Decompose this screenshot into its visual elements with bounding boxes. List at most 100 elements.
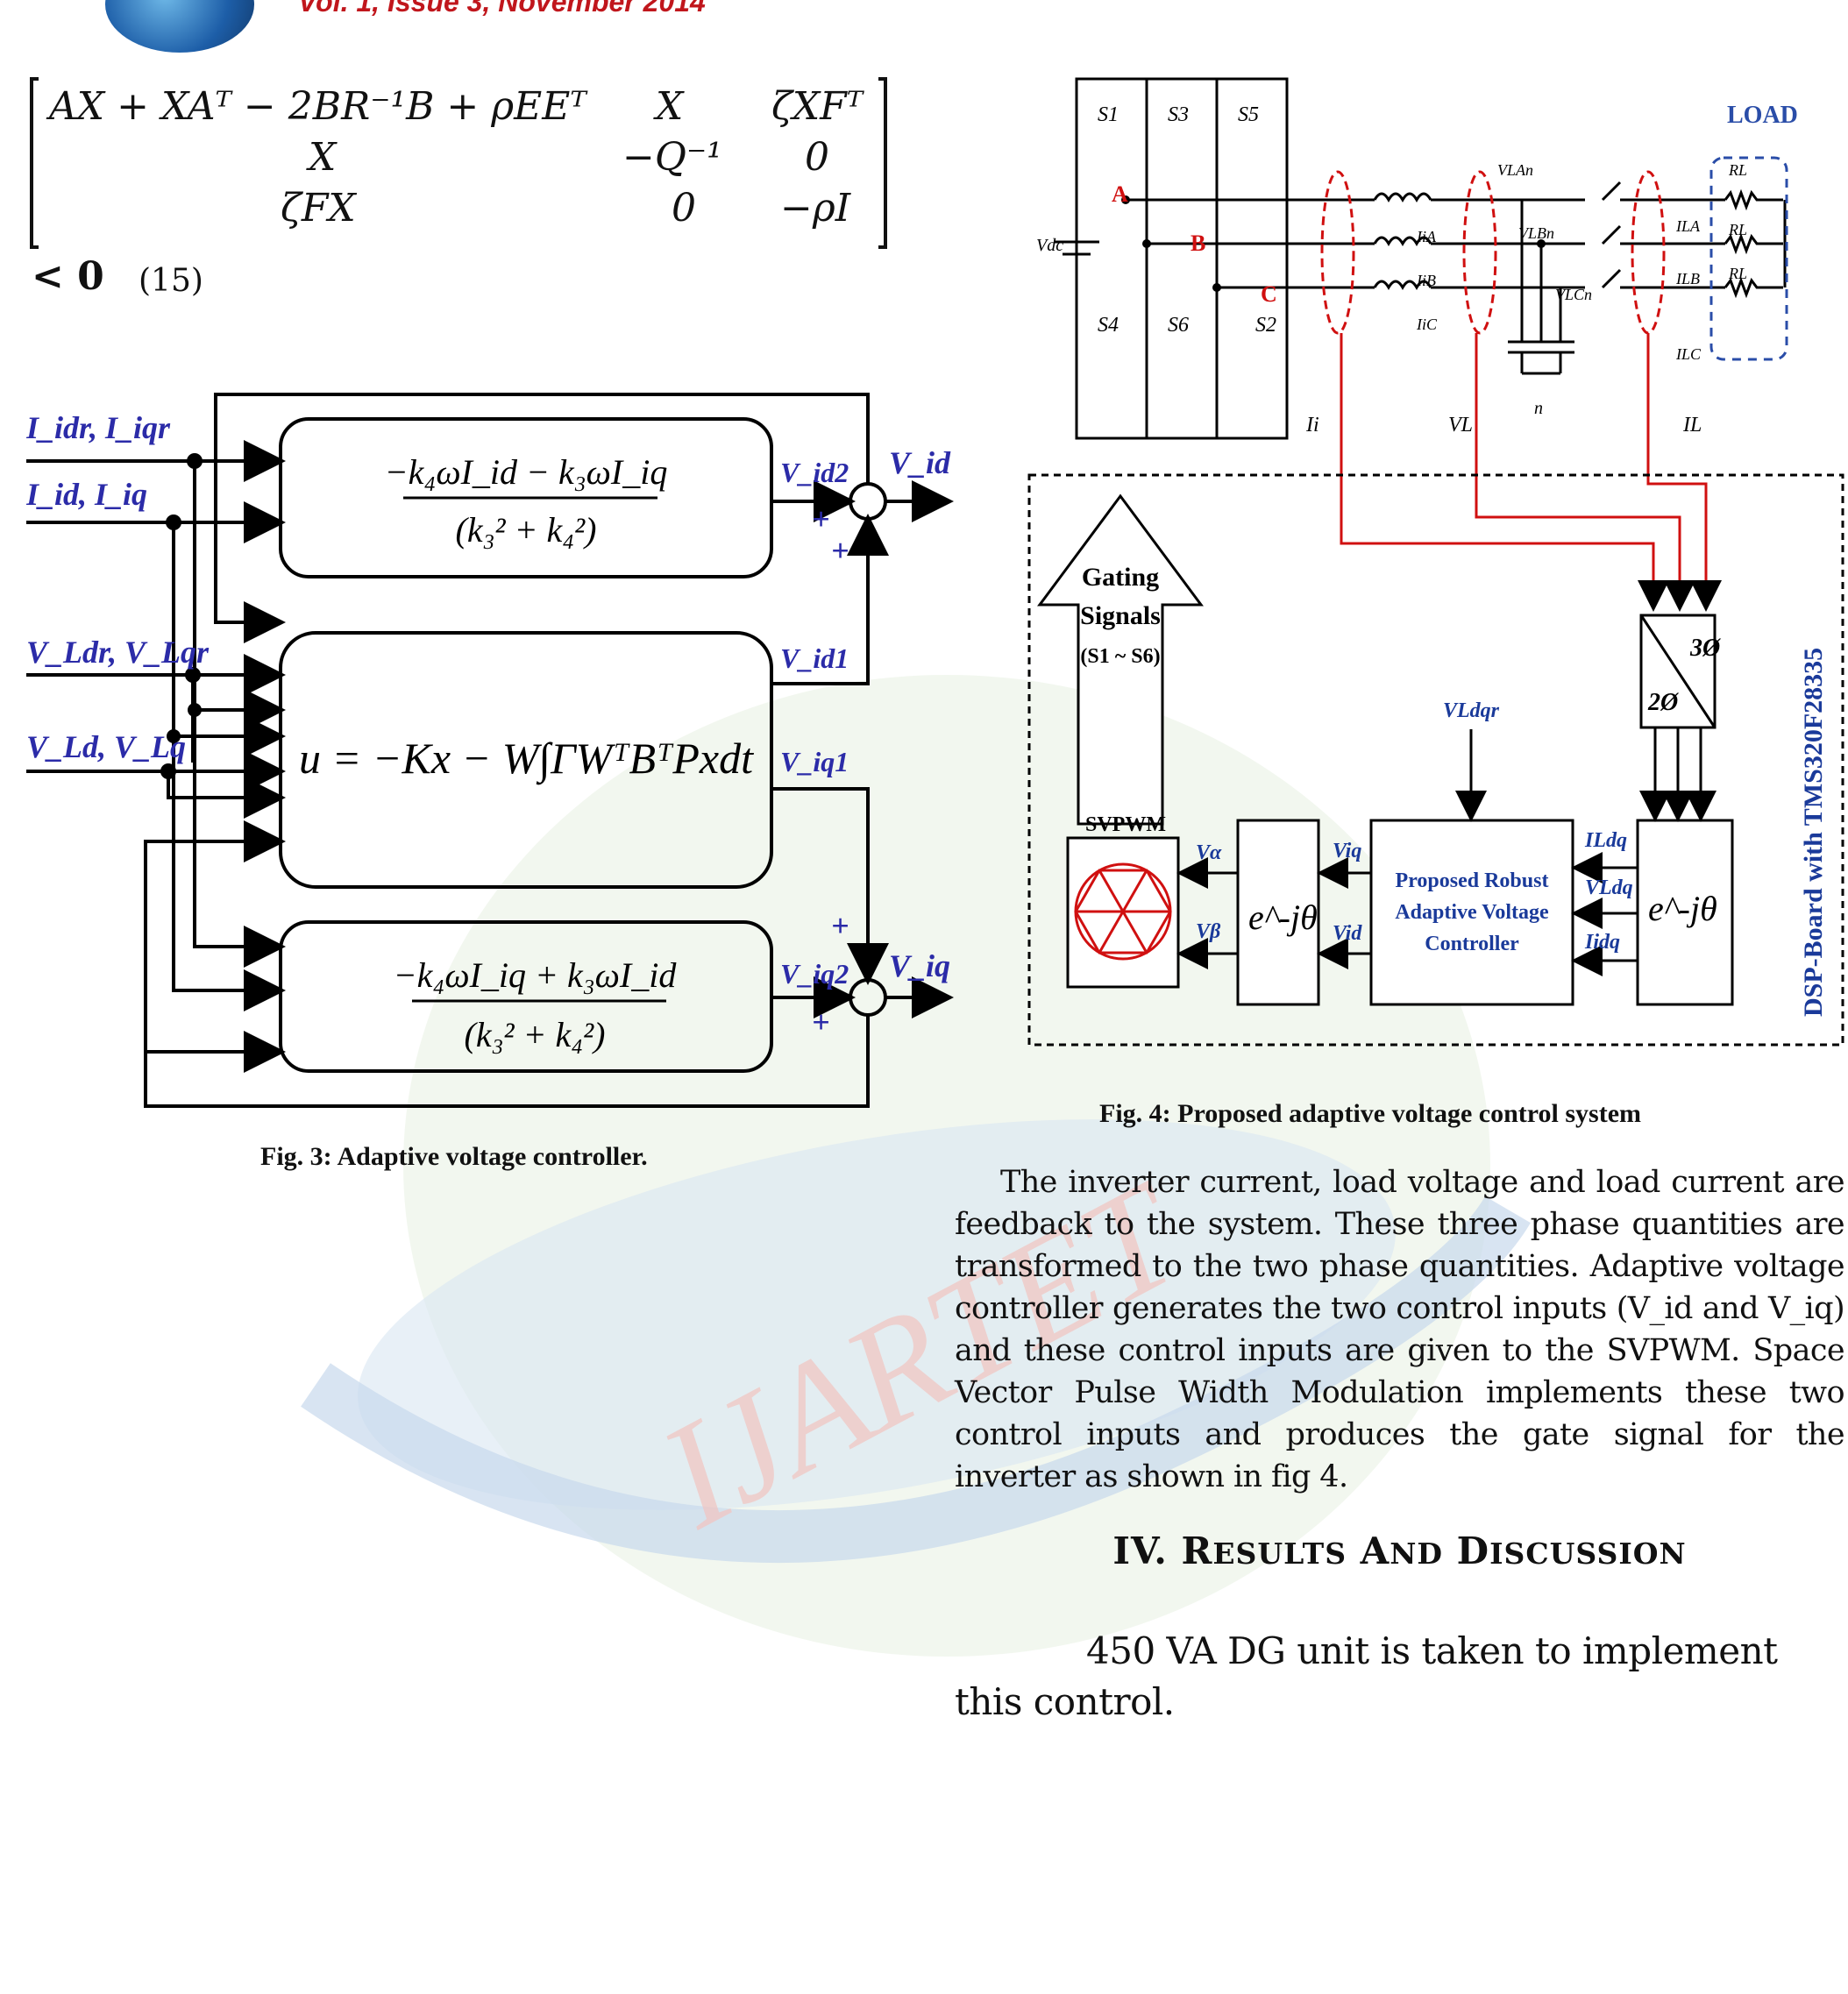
section-word1-rest: ESULTS xyxy=(1212,1536,1347,1571)
fig3-vid2: V_id2 xyxy=(780,457,849,488)
vid-label: Vid xyxy=(1333,922,1362,945)
vlb-label: VLBn xyxy=(1518,224,1554,242)
section-word1-cap: R xyxy=(1181,1529,1213,1572)
neutral-label: n xyxy=(1534,399,1543,418)
vbeta-label: Vβ xyxy=(1196,920,1221,943)
rl-a-label: RL xyxy=(1728,161,1747,179)
ilb-label: ILB xyxy=(1675,270,1700,287)
switch-s6: S6 xyxy=(1168,314,1189,337)
fig3-plus-4: + xyxy=(812,1004,830,1040)
ii-sensor xyxy=(1320,170,1355,335)
section-word3-cap: D xyxy=(1456,1529,1490,1572)
controller-line-1: Proposed Robust xyxy=(1396,869,1549,892)
fig4-diagram: S1 S3 S5 S4 S6 S2 Vdc IiA IiB IiC VLAn V… xyxy=(1027,77,1844,1047)
journal-issue-line: Vol. 1, Issue 3, November 2014 xyxy=(298,0,706,18)
matrix-r2-c3: 0 xyxy=(805,135,829,180)
rl-c-label: RL xyxy=(1728,265,1747,282)
fig3-top-numerator: −k₄ωI_id − k₃ωI_iq xyxy=(385,452,668,492)
dsp-board-frame xyxy=(1027,473,1844,1047)
fig3-sum-bot xyxy=(849,978,887,1017)
fig3-viq: V_iq xyxy=(889,948,950,983)
body-paragraph-2: 450 VA DG unit is taken to implement thi… xyxy=(955,1629,1778,1723)
dsp-board-label: DSP-Board with TMS320F28335 xyxy=(1799,648,1828,1017)
load-label: LOAD xyxy=(1727,102,1798,129)
matrix-r2-c2: −Q⁻¹ xyxy=(622,135,722,180)
gating-text-2: Signals xyxy=(1080,601,1161,630)
iidq-label: Iidq xyxy=(1584,931,1620,954)
vl-sensor xyxy=(1462,170,1497,335)
matrix-r1-c2: X xyxy=(656,84,684,129)
il-measure-label: IL xyxy=(1682,414,1702,436)
section-word2-rest: ND xyxy=(1390,1536,1444,1571)
fig3-bot-denominator: (k₃² + k₄²) xyxy=(465,1015,606,1054)
transform-right-label: e^-jθ xyxy=(1648,889,1717,928)
fig3-input-vl: V_Ld, V_Lq xyxy=(26,729,186,764)
matrix-brackets xyxy=(30,77,887,249)
section-word2-cap: A xyxy=(1360,1529,1390,1572)
fig3-plus-2: + xyxy=(831,533,849,568)
matrix-r3-c2: 0 xyxy=(672,186,696,231)
node-c-label: C xyxy=(1261,281,1277,307)
matrix-r1-c3: ζXFᵀ xyxy=(771,84,864,129)
ildq-label: ILdq xyxy=(1584,829,1627,852)
matrix-r3-c3: −ρI xyxy=(780,186,851,231)
vldq-label: VLdq xyxy=(1585,876,1633,899)
fig3-mid-equation: u = −Kx − W∫ΓWᵀBᵀPxdt xyxy=(299,734,754,785)
fig3-plus-3: + xyxy=(831,908,849,943)
matrix-r1-c1: AX + XAᵀ − 2BR⁻¹B + ρEEᵀ xyxy=(49,84,586,129)
section-number: IV. xyxy=(1112,1529,1168,1572)
switch-s4: S4 xyxy=(1098,314,1119,337)
matrix-r3-c1: ζFX xyxy=(281,186,356,231)
switch-s3: S3 xyxy=(1168,103,1189,126)
dc-source-label: Vdc xyxy=(1036,236,1063,255)
fig3-viq2: V_iq2 xyxy=(780,958,849,990)
section-heading: IV. RESULTS AND DISCUSSION xyxy=(955,1529,1844,1572)
controller-line-2: Adaptive Voltage xyxy=(1395,901,1549,924)
gating-arrow xyxy=(1037,493,1204,826)
node-a-label: A xyxy=(1112,181,1128,207)
fig3-input-i: I_id, I_iq xyxy=(26,477,147,512)
transform-left-label: e^-jθ xyxy=(1248,898,1318,937)
ii-a-label: IiA xyxy=(1416,228,1437,245)
fig3-vid: V_id xyxy=(889,445,951,480)
equation-number: (15) xyxy=(139,263,203,299)
section-word3-rest: ISCUSSION xyxy=(1489,1536,1687,1571)
gating-text-1: Gating xyxy=(1082,563,1159,592)
conv-3ph: 3Ø xyxy=(1689,635,1722,662)
viq-label: Viq xyxy=(1333,840,1361,862)
fig3-top-denominator: (k₃² + k₄²) xyxy=(456,510,597,550)
fig3-diagram: I_idr, I_iqr I_id, I_iq V_Ldr, V_Lqr V_L… xyxy=(26,393,954,1108)
ii-b-label: IiB xyxy=(1416,272,1436,289)
ii-measure-label: Ii xyxy=(1305,414,1319,436)
ii-c-label: IiC xyxy=(1416,316,1438,333)
fig3-caption: Fig. 3: Adaptive voltage controller. xyxy=(260,1142,648,1171)
controller-box xyxy=(1369,819,1574,1006)
svpwm-label: SVPWM xyxy=(1085,813,1166,836)
vla-label: VLAn xyxy=(1497,161,1533,179)
transform-left xyxy=(1236,819,1320,1006)
equation-15: AX + XAᵀ − 2BR⁻¹B + ρEEᵀ X ζXFᵀ X −Q⁻¹ 0… xyxy=(26,72,887,256)
load-box xyxy=(1709,156,1788,361)
fig4-caption: Fig. 4: Proposed adaptive voltage contro… xyxy=(1099,1099,1642,1128)
vlc-label: VLCn xyxy=(1555,286,1592,303)
fig3-plus-1: + xyxy=(812,501,830,536)
node-b-label: B xyxy=(1191,231,1205,256)
controller-line-3: Controller xyxy=(1425,933,1519,955)
fig3-bot-numerator: −k₄ωI_iq + k₃ωI_id xyxy=(394,955,678,995)
fig3-sum-top xyxy=(849,482,887,521)
switch-s2: S2 xyxy=(1255,314,1276,337)
valpha-label: Vα xyxy=(1196,841,1222,864)
fig3-vid1: V_id1 xyxy=(780,642,849,674)
gating-text-3: (S1 ~ S6) xyxy=(1080,645,1160,668)
matrix-r2-c1: X xyxy=(309,135,337,180)
ila-label: ILA xyxy=(1675,217,1701,235)
fig3-viq1: V_iq1 xyxy=(780,746,849,777)
conv-2ph: 2Ø xyxy=(1647,689,1680,716)
fig3-top-block xyxy=(279,417,773,578)
switch-s1: S1 xyxy=(1098,103,1119,126)
equation-less-than-zero: < 0 xyxy=(32,254,104,299)
il-sensor xyxy=(1631,170,1666,335)
fig3-input-iref: I_idr, I_iqr xyxy=(26,410,171,445)
switch-s5: S5 xyxy=(1238,103,1259,126)
inverter-frame xyxy=(1075,77,1289,440)
